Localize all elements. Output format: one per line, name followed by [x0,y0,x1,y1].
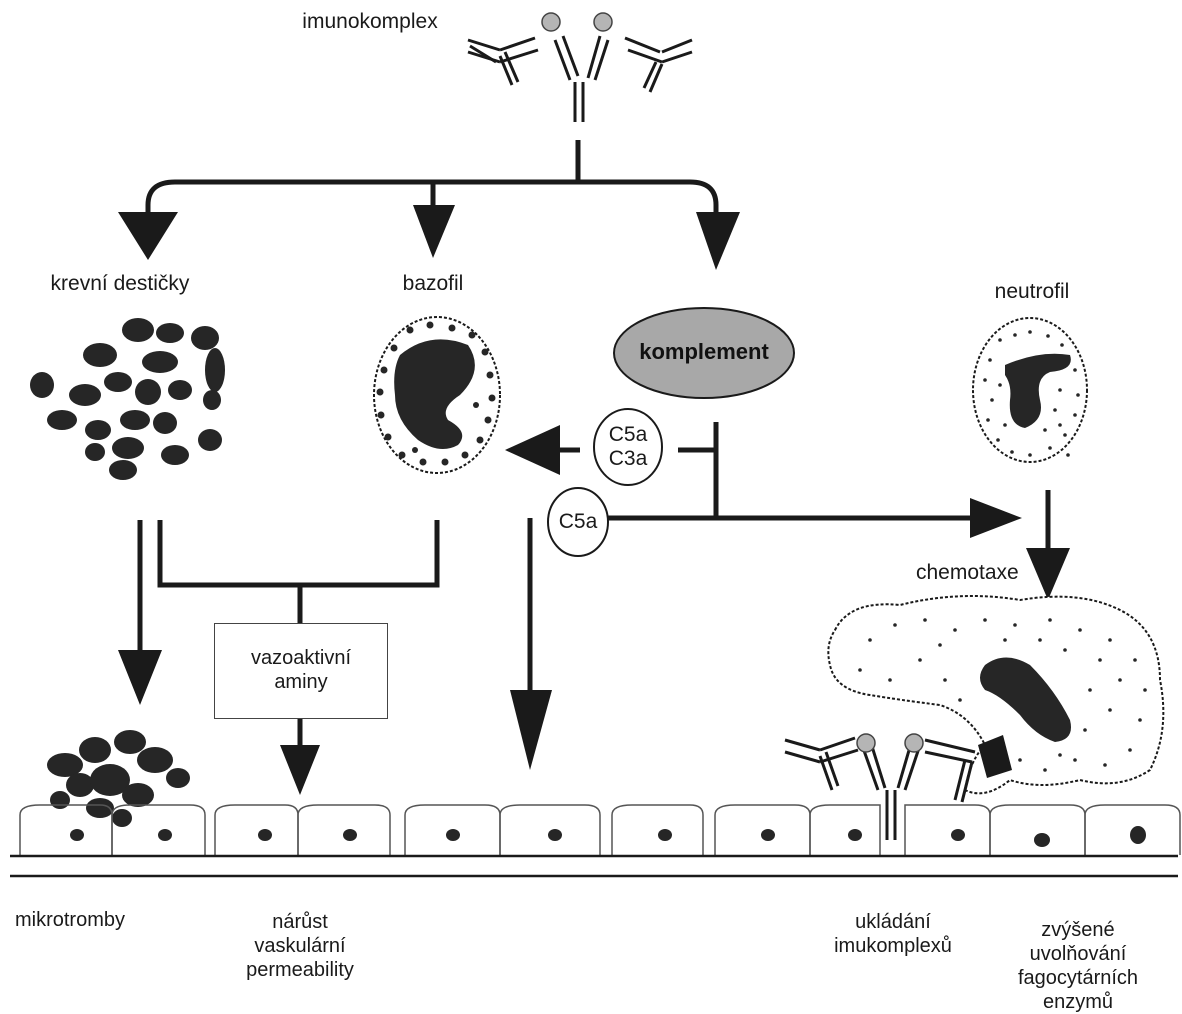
antibody-center-icon [553,35,610,122]
outcome-vascular-permeability: nárůst vaskulární permeability [246,910,354,982]
endothelium [19,804,1181,855]
complement-shape [613,307,795,399]
outcome-enzyme-line1: zvýšené [1041,919,1115,941]
label-vasoactive-line1: vazoaktivní [250,647,352,669]
label-basophil: bazofil [402,272,464,295]
outcome-deposition-line1: ukládání [855,911,931,933]
label-vasoactive-amines: vazoaktivní aminy [215,646,387,694]
arrow-to-basophil [413,205,455,258]
antibody-right-icon [624,36,693,93]
outcome-enzyme-line3: fagocytárních enzymů [1017,967,1139,1013]
label-platelets: krevní destičky [50,272,190,295]
label-chemotaxis: chemotaxe [916,561,1019,584]
arrow-to-microthrombi [118,650,162,705]
label-immunocomplex: imunokomplex [302,10,438,33]
outcome-permeability-line2: vaskulární [254,935,346,957]
label-c5a: C5a [558,510,598,533]
basophil-icon [373,316,501,474]
outcome-enzyme-line2: uvolňování [1029,943,1127,965]
c5a-bubble [547,487,609,557]
platelets-icon [30,318,225,480]
label-vasoactive-line2: aminy [274,671,328,693]
outcome-immune-deposition: ukládání imukomplexů [834,910,952,958]
arrow-chemotaxis [970,498,1022,538]
label-c5a-c3a-line2: C3a [608,447,648,470]
c5a-c3a-bubble [593,408,663,486]
arrow-to-platelets [118,212,178,260]
deposited-immunocomplex [784,736,976,840]
outcome-microthrombi: mikrotromby [14,909,126,931]
microthrombi-icon [47,730,190,827]
label-complement: komplement [639,339,769,364]
neutrophil-icon [972,317,1088,463]
arrow-to-basophil-from-c5a [505,425,560,475]
arrow-to-permeability [280,745,320,795]
antigen-right-icon [593,12,613,32]
arrow-c5a-to-endothelium [510,690,552,770]
arrow-to-complement [696,212,740,270]
outcome-permeability-line1: nárůst [272,911,328,933]
basement-membrane [10,854,1178,878]
outcome-deposition-line2: imukomplexů [834,935,952,957]
immunocomplex-group [467,35,693,122]
platelet-basophil-lines [137,520,440,750]
endothelium-nuclei [70,826,1146,847]
antigen-left-icon [541,12,561,32]
label-c5a-c3a: C5a C3a [609,423,648,471]
antigen-deposited-right-icon [904,733,924,753]
outcome-permeability-line3: permeability [246,959,354,981]
label-neutrophil: neutrofil [994,280,1070,303]
arrow-neutrophil-down [1026,548,1070,600]
vasoactive-amines-box: vazoaktivní aminy [214,623,388,719]
label-c5a-c3a-line1: C5a [608,423,648,446]
outcome-enzyme-release: zvýšené uvolňování fagocytárních enzymů [1018,918,1138,1014]
antibody-left-icon [467,36,539,86]
phagocyte-icon [827,595,1165,795]
antigen-deposited-left-icon [856,733,876,753]
